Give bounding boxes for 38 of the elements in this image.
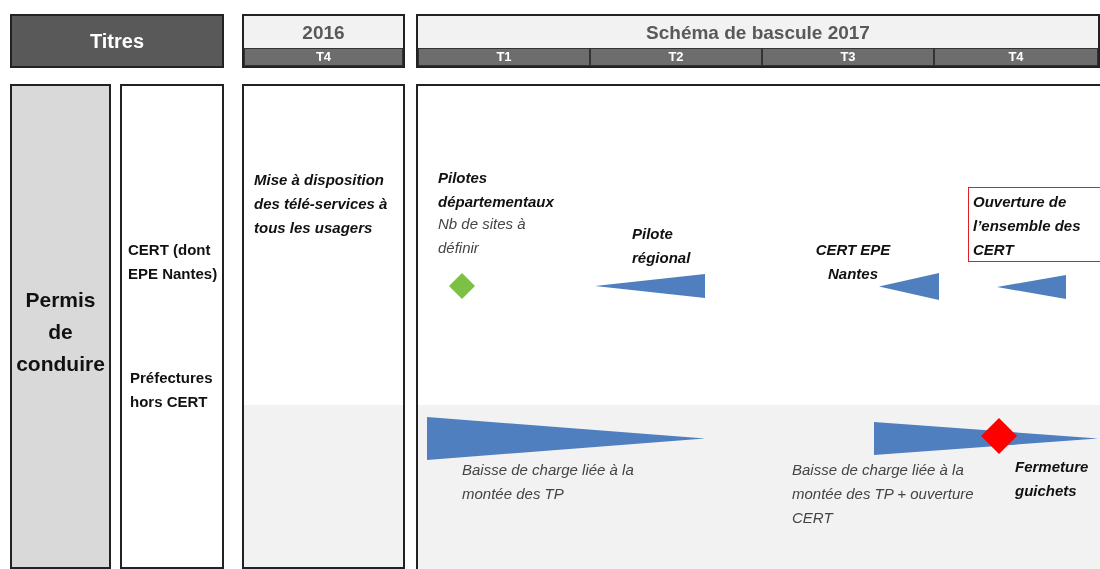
diamond-marker [449, 273, 475, 299]
row-header-cell [10, 84, 111, 569]
header-cell [416, 14, 1100, 68]
timeline-cell [416, 84, 1100, 569]
wedge-marker [997, 275, 1066, 299]
header-cell [10, 14, 224, 68]
quarter-label: T4 [1007, 49, 1025, 65]
milestone-text: Pilote régional [632, 224, 692, 268]
quarter-label: T3 [839, 49, 857, 65]
year-label: 2016 [301, 22, 346, 44]
timeline-cell [242, 84, 405, 569]
note-text: Baisse de charge liée à la montée des TP + ouverture CERT [792, 460, 975, 528]
header-label: Schéma de bascule 2017 [645, 22, 871, 44]
wedge-marker [879, 273, 939, 300]
milestone-text: Pilotes départementaux [438, 168, 555, 212]
header-label: Titres [88, 29, 146, 54]
milestone-text: Mise à disposition des télé-services à tous les usagers [254, 170, 389, 238]
milestone-box [968, 187, 1100, 262]
wedge-marker [427, 417, 705, 460]
header-cell [242, 14, 405, 68]
category-label: Préfectures hors CERT [130, 368, 214, 412]
milestone-text: Fermeture guichets [1015, 457, 1090, 501]
row-header-cell [120, 84, 224, 569]
milestone-text: CERT EPE Nantes [814, 240, 892, 284]
quarter-label: T2 [667, 49, 685, 65]
row-header-label: Permis de conduire [15, 287, 106, 377]
quarter-label: T1 [495, 49, 513, 65]
note-text: Baisse de charge liée à la montée des TP [462, 460, 635, 504]
milestone-text: Ouverture de l’ensemble des CERT [973, 192, 1082, 260]
quarter-band [934, 48, 1098, 66]
note-text: Nb de sites à définir [438, 214, 527, 258]
quarter-band [418, 48, 590, 66]
quarter-label: T4 [314, 49, 333, 65]
diamond-marker [981, 418, 1017, 454]
quarter-band [244, 48, 403, 66]
category-label: CERT (dont EPE Nantes) [128, 240, 218, 284]
quarter-band [590, 48, 762, 66]
quarter-band [762, 48, 934, 66]
